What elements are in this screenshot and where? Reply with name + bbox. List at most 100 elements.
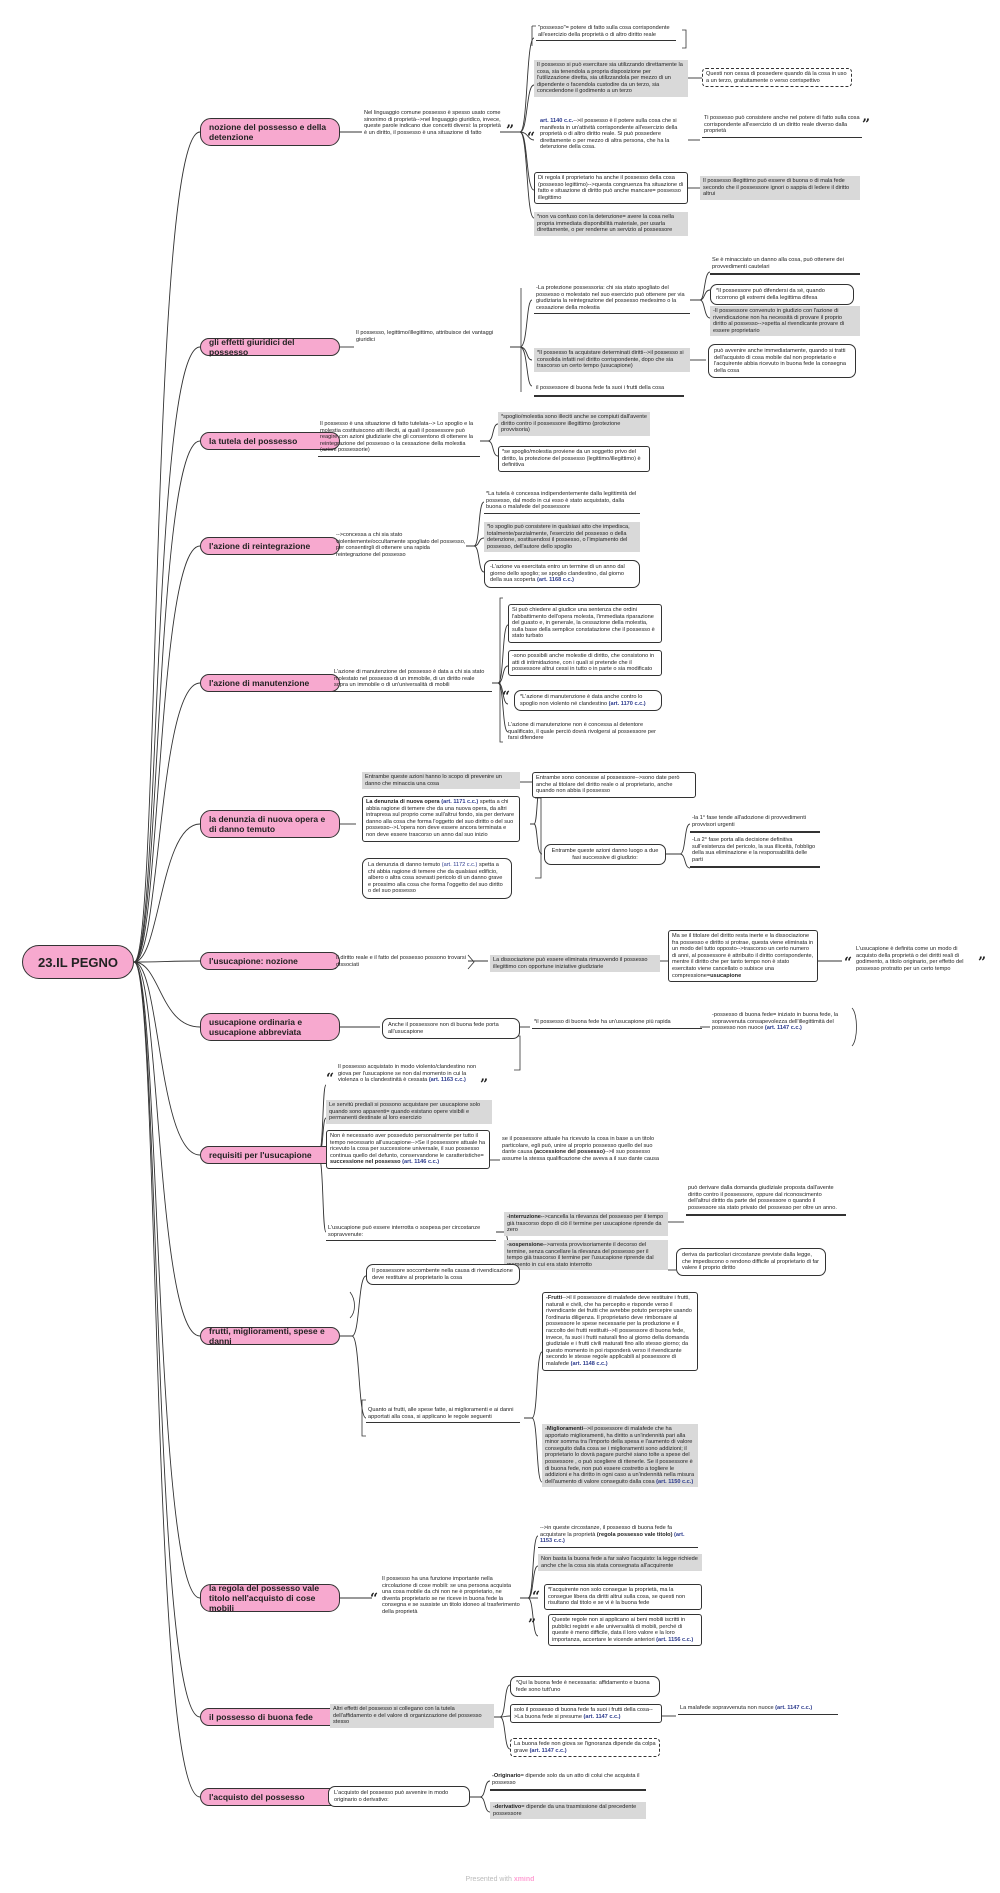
t4-tutela-indipendente: *La tutela è concessa indipendentemente … — [484, 490, 640, 514]
t12-colpa-grave: La buona fede non giova se l'ignoranza d… — [510, 1738, 660, 1758]
t2-onere-prova: -Il possessore convenuto in giudizio con… — [710, 306, 860, 337]
t6-nuova-opera-text: spetta a chi abbia ragione di temere che… — [366, 799, 515, 838]
t3-protezione-definitiva: *se spoglio/molestia proviene da un sogg… — [498, 446, 650, 472]
t10-frutti-ref: (art. 1148 c.c.) — [570, 1360, 608, 1367]
t8-intro: Anche il possessore non di buona fede po… — [382, 1018, 520, 1040]
t9-accessione-text: se il possessore attuale ha ricevuto la … — [502, 1136, 655, 1156]
t1-possesso-illegittimo: Il possesso illegittimo può essere di bu… — [700, 176, 860, 200]
t9-accessione-rest: -->il suo possesso assume la stessa qual… — [502, 1149, 660, 1162]
t6-danno-temuto: La denunzia di danno temuto (art. 1172 c… — [362, 858, 512, 899]
t11-beni-registrati: Queste regole non si applicano ai beni m… — [548, 1614, 702, 1647]
t7-definizione: L'usucapione è definita come un modo di … — [856, 946, 964, 972]
t12-malafede-text: La malafede sopravvenuta non nuoce — [680, 1705, 774, 1711]
root-topic[interactable]: 23.IL PEGNO — [22, 945, 134, 979]
xmind-logo: xmind — [513, 1876, 535, 1883]
topic-possesso-buona-fede[interactable]: il possesso di buona fede — [200, 1708, 340, 1726]
t9-successione-possesso: Non è necessario aver posseduto personal… — [326, 1130, 490, 1169]
t7-usucapione-term: usucapione — [710, 972, 742, 979]
t8-buona-fede: -possesso di buona fede= iniziato in buo… — [712, 1012, 852, 1032]
t9-interrotta-sospesa: L'usucapione può essere interrotta o sos… — [326, 1224, 496, 1242]
topic-azione-reintegrazione[interactable]: l'azione di reintegrazione — [200, 537, 340, 555]
t11-intro: Il possesso ha una funzione importante n… — [382, 1576, 520, 1615]
t1-detenzione-terzo: Questi non cessa di possedere quando dà … — [702, 68, 852, 88]
t6-due-fasi: Entrambe queste azioni danno luogo a due… — [544, 844, 666, 866]
topic-possesso-vale-titolo[interactable]: la regola del possesso vale titolo nell'… — [200, 1583, 340, 1613]
quote-mark: ” — [978, 955, 987, 971]
t12-frutti-ref: (art. 1147 c.c.) — [583, 1713, 621, 1720]
t12-colpa-ref: (art. 1147 c.c.) — [529, 1747, 567, 1754]
t2-acquisto-immediato: può avvenire anche immediatamente, quand… — [708, 344, 856, 379]
t12-malafede-ref: (art. 1147 c.c.) — [775, 1705, 813, 1711]
footer-prefix: Presented with — [465, 1876, 512, 1883]
t9-successione-term: successione nel possesso — [330, 1159, 401, 1166]
t8-buona-fede-ref: (art. 1147 c.c.) — [764, 1025, 802, 1032]
t9-interruzione-term: -interruzione- — [507, 1214, 543, 1220]
quote-mark: ” — [480, 1077, 489, 1093]
t11-beni-ref: (art. 1156 c.c.) — [656, 1636, 694, 1643]
topic-usucapione-ordinaria[interactable]: usucapione ordinaria e usucapione abbrev… — [200, 1013, 340, 1041]
t5-spoglio-non-violento: *L'azione di manutenzione è data anche c… — [514, 690, 662, 712]
t11-regola-text: -->in queste circostanze, il possesso di… — [540, 1525, 672, 1538]
quote-mark: ” — [862, 117, 871, 133]
t13-originario-text: = dipende solo da un atto di colui che a… — [492, 1773, 640, 1786]
t13-derivativo: -derivativo= dipende da una trasmissione… — [490, 1802, 646, 1820]
t1-intro: Nel linguaggio comune possesso è spesso … — [364, 110, 501, 136]
topic-usucapione-nozione[interactable]: l'usucapione: nozione — [200, 952, 340, 970]
t9-cause-interruzione: può derivare dalla domanda giudiziale pr… — [686, 1184, 846, 1217]
t6-danno-temuto-text: spetta a chi abbia ragione di temere che… — [368, 862, 503, 895]
t7-inerzia-titolare: Ma se il titolare del diritto resta iner… — [668, 930, 818, 983]
t3-intro: Il possesso è una situazione di fatto tu… — [318, 420, 480, 457]
t11-beni-text: Queste regole non si applicano ai beni m… — [552, 1617, 686, 1643]
t6-seconda-fase: -La 2° fase porta alla decisione definit… — [690, 836, 820, 869]
t5-spoglio-ref: (art. 1170 c.c.) — [608, 700, 646, 707]
t4-spoglio: *lo spoglio può consistere in qualsiasi … — [484, 522, 640, 553]
quote-mark: “ — [527, 130, 536, 146]
t1-art-1140-text: -->il possesso è il potere sulla cosa ch… — [540, 118, 678, 151]
t10-miglioramenti-ref: (art. 1150 c.c.) — [656, 1478, 694, 1485]
t9-successione-text: Non è necessario aver posseduto personal… — [330, 1133, 486, 1159]
t1-esercizio-possesso: Il possesso si può esercitare sia utiliz… — [534, 60, 688, 97]
t9-servitu-prediali: Le servitù prediali si possono acquistar… — [326, 1100, 492, 1124]
t9-violenza-clandestinita: Il possesso acquistato in modo violento/… — [338, 1064, 478, 1084]
t7-intro: Il diritto reale e il fatto del possesso… — [336, 955, 466, 968]
t10-frutti-text: -->il il possessore di malafede deve res… — [546, 1295, 692, 1367]
t4-intro: -->concessa a chi sia stato violentement… — [336, 532, 466, 558]
t5-spoglio-text: *L'azione di manutenzione è data anche c… — [520, 694, 643, 707]
t7-inerzia-text: Ma se il titolare del diritto resta iner… — [672, 933, 814, 979]
topic-acquisto-possesso[interactable]: l'acquisto del possesso — [200, 1788, 340, 1806]
t10-miglioramenti: -Miglioramenti-->il possessore di malafe… — [542, 1424, 698, 1488]
topic-requisiti-usucapione[interactable]: requisiti per l'usucapione — [200, 1146, 340, 1164]
t13-originario: -Originario= dipende solo da un atto di … — [490, 1772, 646, 1792]
quote-mark: “ — [502, 689, 511, 705]
t5-molestie-diritto: -sono possibili anche molestie di diritt… — [508, 650, 662, 676]
t1-possesso-legittimo: Di regola il proprietario ha anche il po… — [534, 172, 688, 205]
t10-miglioramenti-text: -->il possessore di malafede che ha appo… — [545, 1426, 695, 1485]
t10-restituzione: Il possessore soccombente nella causa di… — [366, 1264, 520, 1286]
topic-frutti-miglioramenti[interactable]: frutti, miglioramenti, spese e danni — [200, 1326, 340, 1346]
t6-nuova-opera: La denunzia di nuova opera (art. 1171 c.… — [362, 796, 520, 842]
t9-successione-ref: (art. 1146 c.c.) — [402, 1159, 440, 1166]
quote-mark: ” — [528, 1617, 537, 1633]
t2-provvedimenti-cautelari: Se è minacciato un danno alla cosa, può … — [710, 256, 860, 276]
t12-intro: Altri effetti del possesso si collegano … — [330, 1704, 494, 1728]
t6-prima-fase: -la 1° fase tende all'adozione di provve… — [690, 814, 820, 834]
t9-accessione-term: (accessione del possesso) — [534, 1149, 605, 1156]
t5-sentenza: Si può chiedere al giudice una sentenza … — [508, 604, 662, 643]
t2-intro: Il possesso, legittimo/illegittimo, attr… — [356, 330, 494, 343]
t10-regole: Quanto ai frutti, alle spese fatte, ai m… — [366, 1406, 520, 1424]
topic-denunzia-nuova-opera[interactable]: la denunzia di nuova opera e di danno te… — [200, 810, 340, 838]
t10-miglioramenti-term: -Miglioramenti — [545, 1426, 584, 1432]
topic-azione-manutenzione[interactable]: l'azione di manutenzione — [200, 674, 340, 692]
topic-effetti-giuridici[interactable]: gli effetti giuridici del possesso — [200, 337, 340, 357]
t1-possesso-definizione: "possesso"= potere di fatto sulla cosa c… — [536, 24, 676, 42]
topic-tutela-possesso[interactable]: la tutela del possesso — [200, 432, 340, 450]
t9-violenza-ref: (art. 1163 c.c.) — [428, 1077, 466, 1084]
t4-termine-ref: (art. 1168 c.c.) — [536, 577, 574, 584]
t10-frutti-term: -Frutti — [546, 1295, 563, 1301]
t5-intro: L'azione di manutenzione del possesso è … — [332, 668, 492, 692]
footer-presented-with[interactable]: Presented with xmind — [0, 1876, 1000, 1883]
t12-frutti-text: solo il possesso di buona fede fa suoi i… — [514, 1707, 653, 1720]
topic-nozione-possesso[interactable]: nozione del possesso e della detenzione — [200, 118, 340, 146]
t11-libera-diritti: *l'acquirente non solo consegue la propr… — [544, 1584, 702, 1610]
t11-regola-ref: (art. 1153 c.c.) — [540, 1531, 685, 1545]
